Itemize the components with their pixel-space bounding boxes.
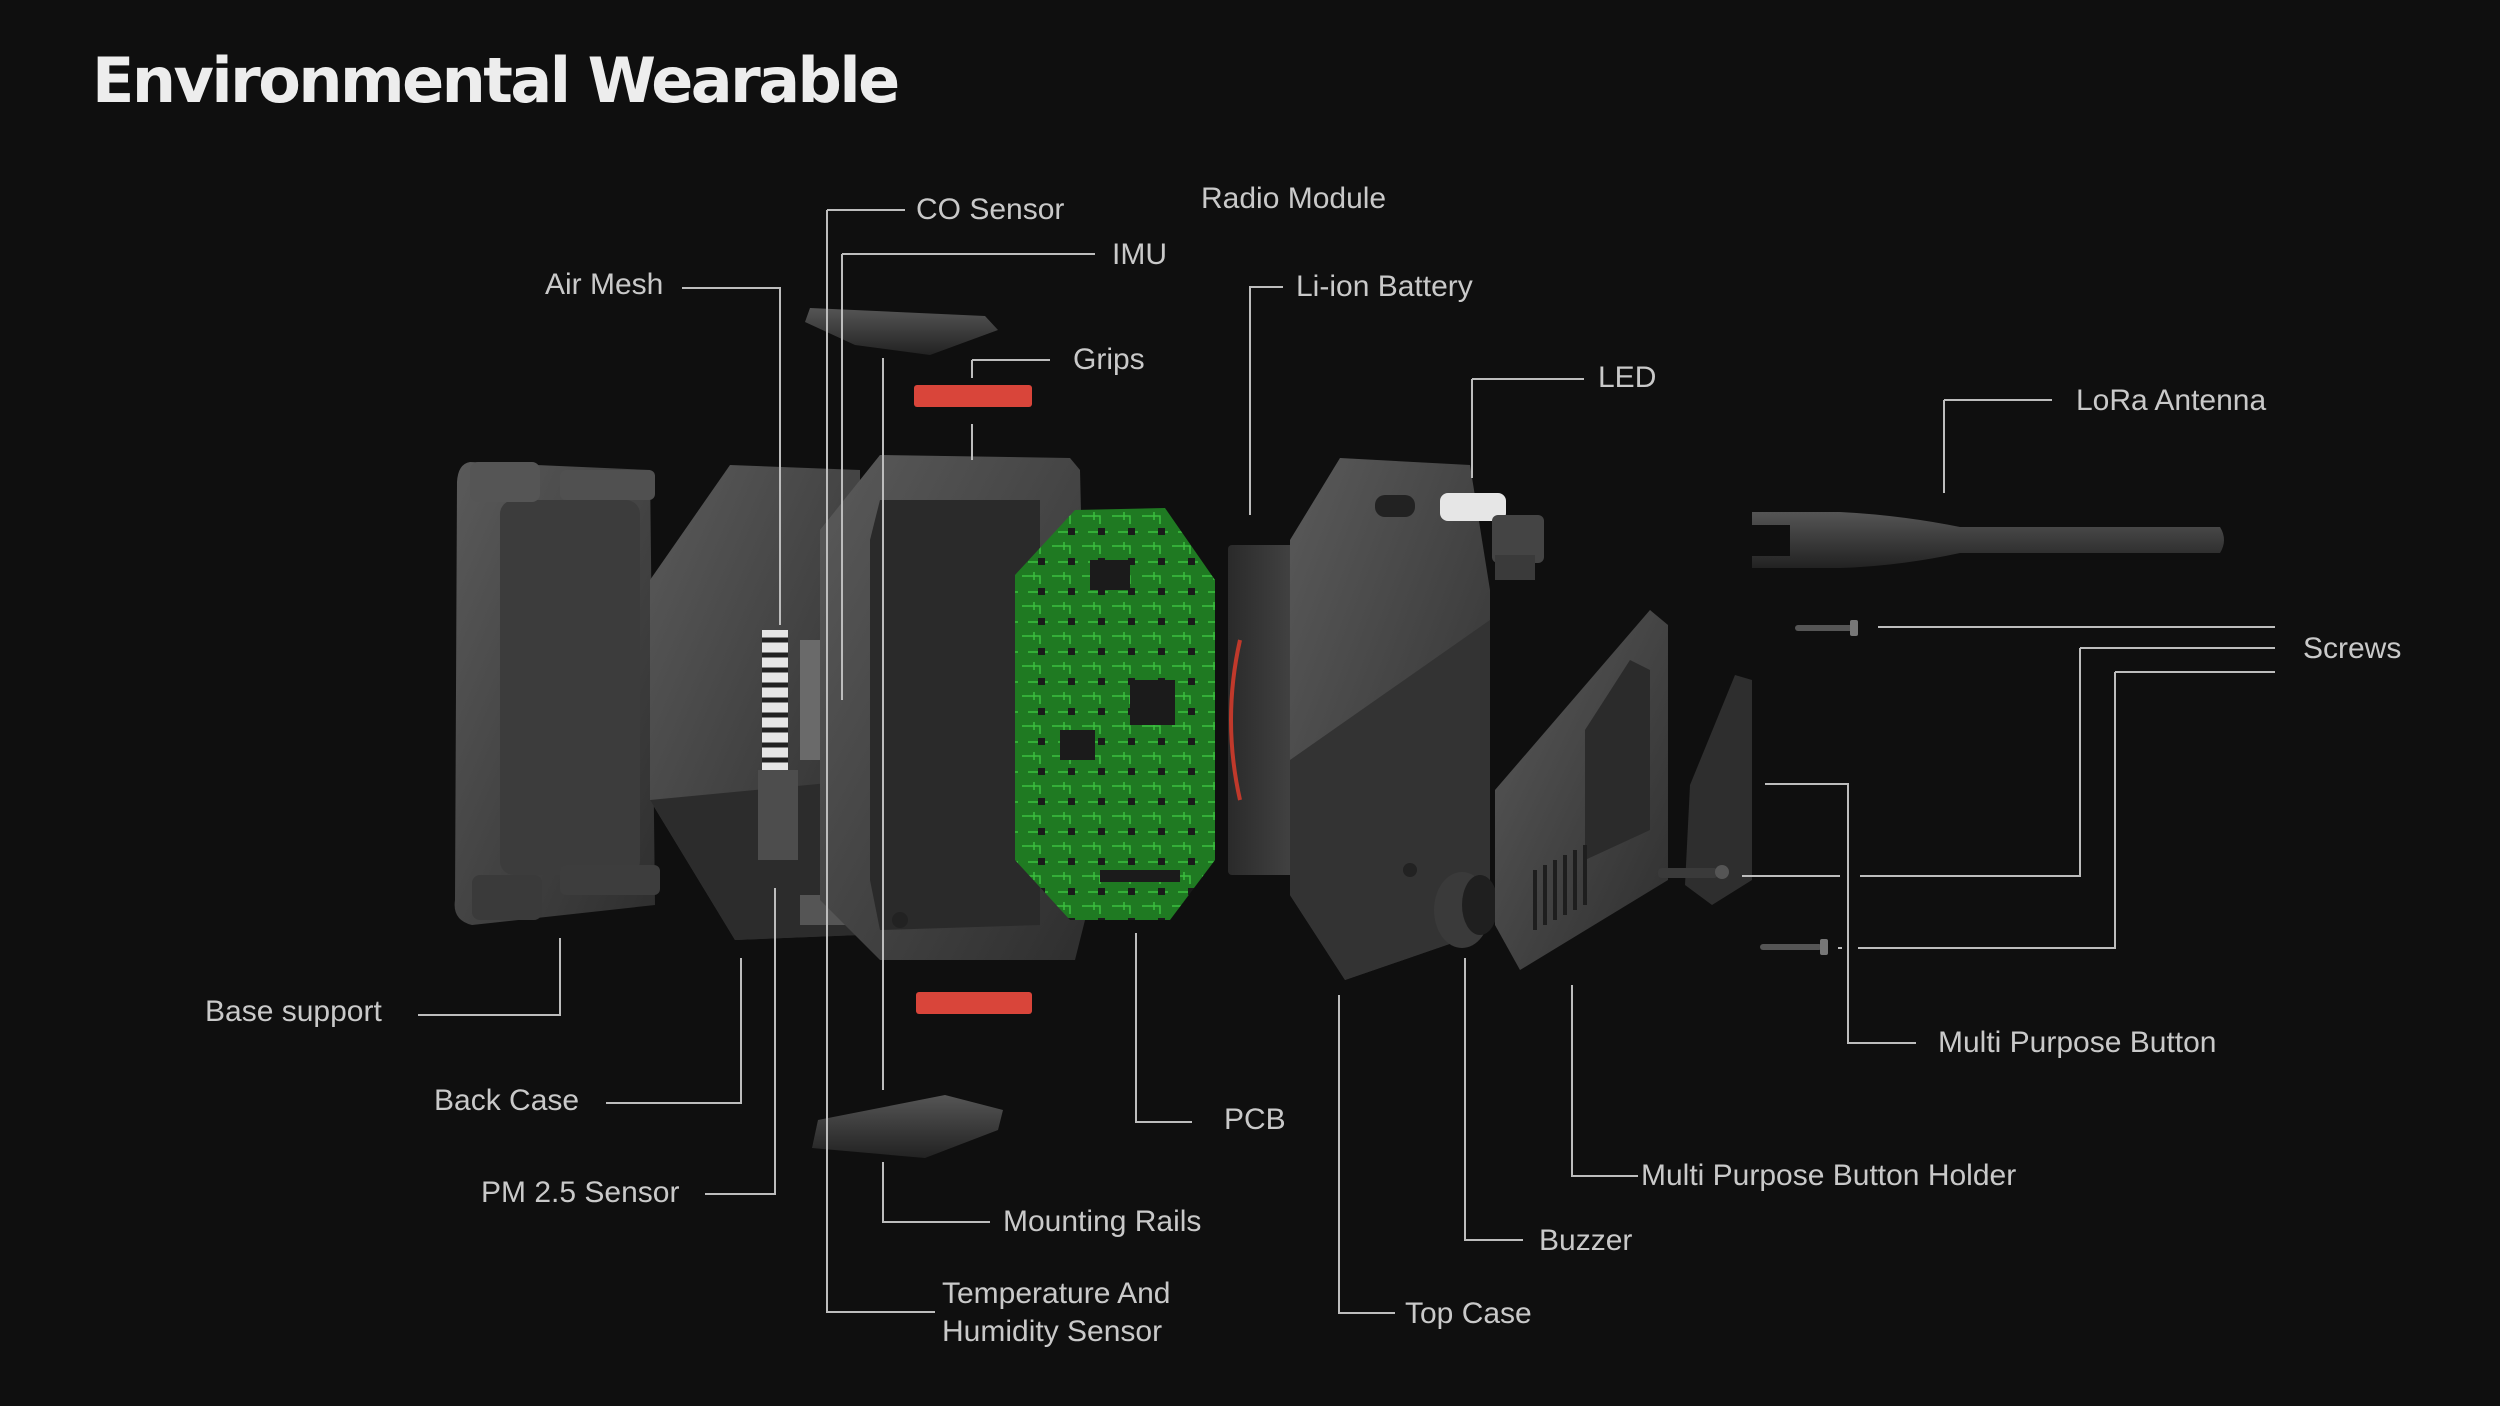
- label-li-ion-battery: Li-ion Battery: [1296, 270, 1473, 303]
- label-air-mesh: Air Mesh: [545, 268, 664, 301]
- label-co-sensor: CO Sensor: [916, 193, 1065, 226]
- led-part: [1440, 493, 1544, 580]
- grip-top: [914, 385, 1032, 407]
- button-holder-part: [1495, 610, 1668, 970]
- lora-antenna-part: [1752, 512, 2224, 568]
- label-temp-humidity-line2: Humidity Sensor: [942, 1315, 1163, 1348]
- label-multi-purpose-button-holder: Multi Purpose Button Holder: [1641, 1159, 2017, 1192]
- label-top-case: Top Case: [1405, 1297, 1532, 1330]
- label-pcb: PCB: [1224, 1103, 1286, 1136]
- label-pm25-sensor: PM 2.5 Sensor: [481, 1176, 680, 1209]
- label-grips: Grips: [1073, 343, 1145, 376]
- battery-part: [1228, 545, 1298, 875]
- grip-bottom: [916, 992, 1032, 1014]
- label-multi-purpose-button: Multi Purpose Button: [1938, 1026, 2217, 1059]
- base-support-part: [454, 462, 660, 925]
- label-mounting-rails: Mounting Rails: [1003, 1205, 1202, 1238]
- button-part: [1658, 675, 1752, 905]
- label-lora-antenna: LoRa Antenna: [2076, 384, 2267, 417]
- mounting-rail-bottom: [812, 1095, 1003, 1158]
- label-led: LED: [1598, 361, 1657, 394]
- label-buzzer: Buzzer: [1539, 1224, 1633, 1257]
- leader-lines: [418, 209, 2275, 1314]
- label-temp-humidity-line1: Temperature And: [942, 1277, 1171, 1310]
- pcb-part: [1015, 508, 1215, 920]
- mounting-rail-top: [805, 308, 998, 355]
- label-radio-module: Radio Module: [1201, 182, 1387, 215]
- label-screws: Screws: [2303, 632, 2402, 665]
- label-imu: IMU: [1112, 238, 1167, 271]
- label-base-support: Base support: [205, 995, 382, 1028]
- label-back-case: Back Case: [434, 1084, 580, 1117]
- screws-part: [1760, 620, 1858, 955]
- page-title: Environmental Wearable: [92, 44, 900, 117]
